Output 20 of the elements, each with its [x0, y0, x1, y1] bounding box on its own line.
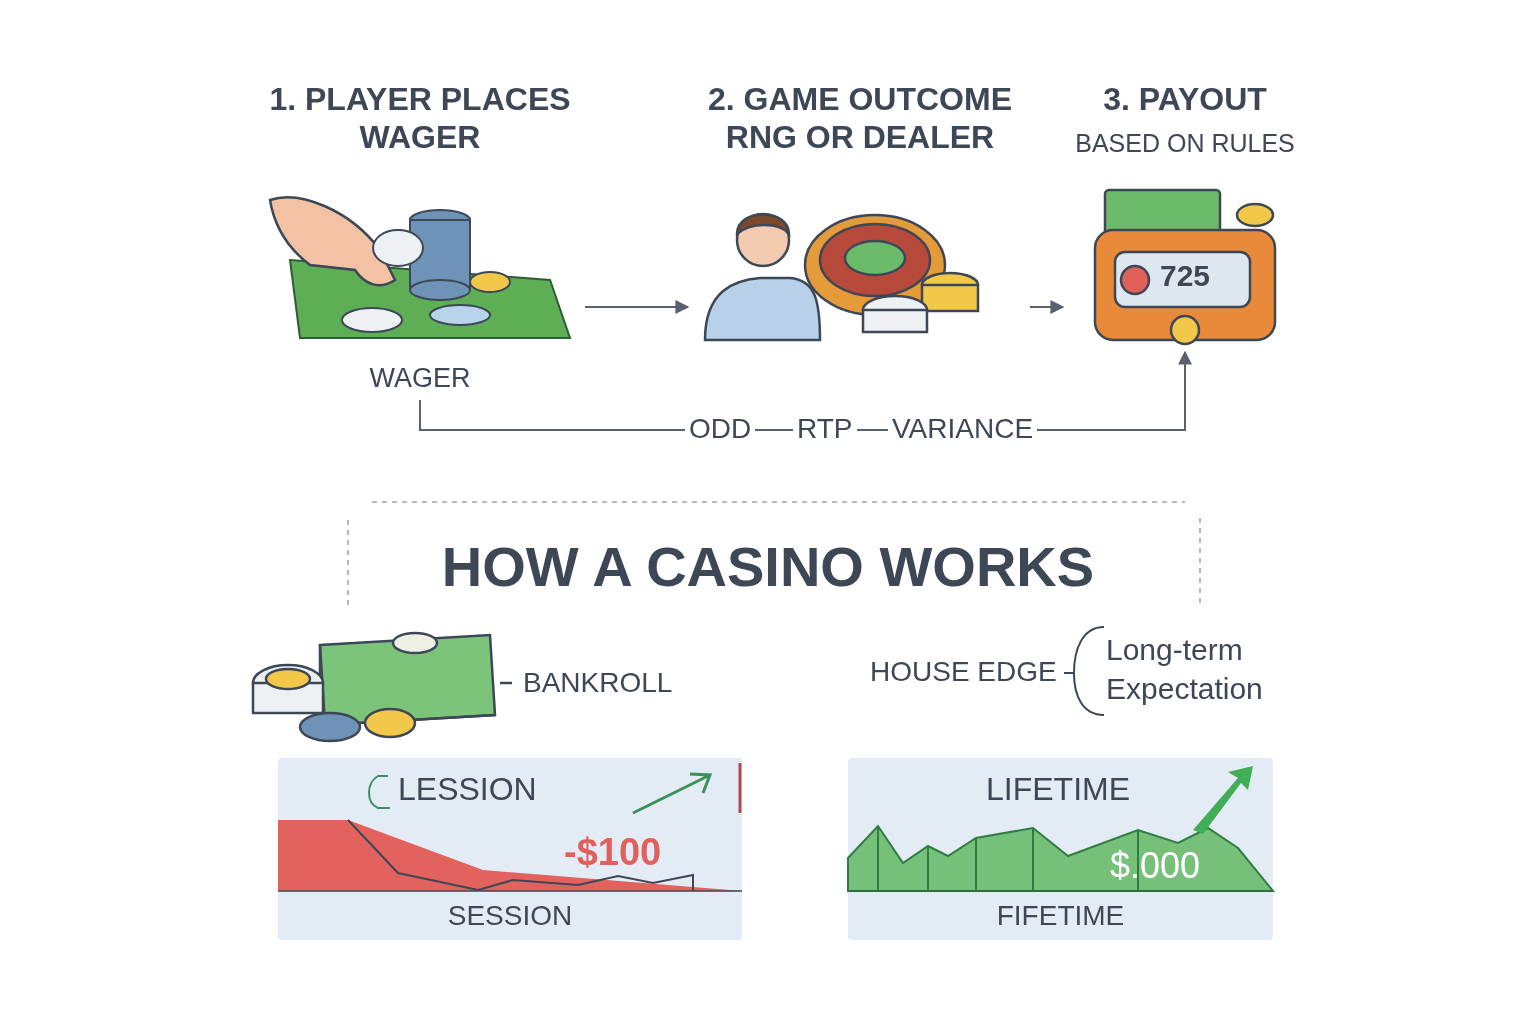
arrow [584, 300, 690, 314]
bankroll-label: BANKROLL [523, 666, 673, 700]
chart-card [848, 758, 1273, 940]
step-heading: 3. PAYOUT [1103, 80, 1267, 119]
step-heading: 1. PLAYER PLACES WAGER [268, 80, 572, 157]
chart-title: LESSION [398, 770, 537, 809]
chart-caption: FIFETIME [996, 899, 1125, 933]
step-heading: 2. GAME OUTCOME RNG OR DEALER [707, 80, 1013, 157]
step-subheading: BASED ON RULES [1075, 128, 1295, 158]
value-label: $.000 [1110, 844, 1201, 888]
expectation-note: Long-term Expectation [1106, 632, 1264, 707]
chart-title: LIFETIME [986, 770, 1130, 809]
display-number: 725 [1160, 258, 1211, 294]
arrow [1029, 300, 1065, 314]
title: HOW A CASINO WORKS [441, 534, 1095, 600]
value-label: -$100 [564, 830, 662, 875]
chart-caption: SESSION [447, 899, 573, 933]
house-edge-label: HOUSE EDGE [870, 655, 1057, 689]
chart-card [278, 758, 742, 940]
step-caption: WAGER [369, 362, 471, 395]
